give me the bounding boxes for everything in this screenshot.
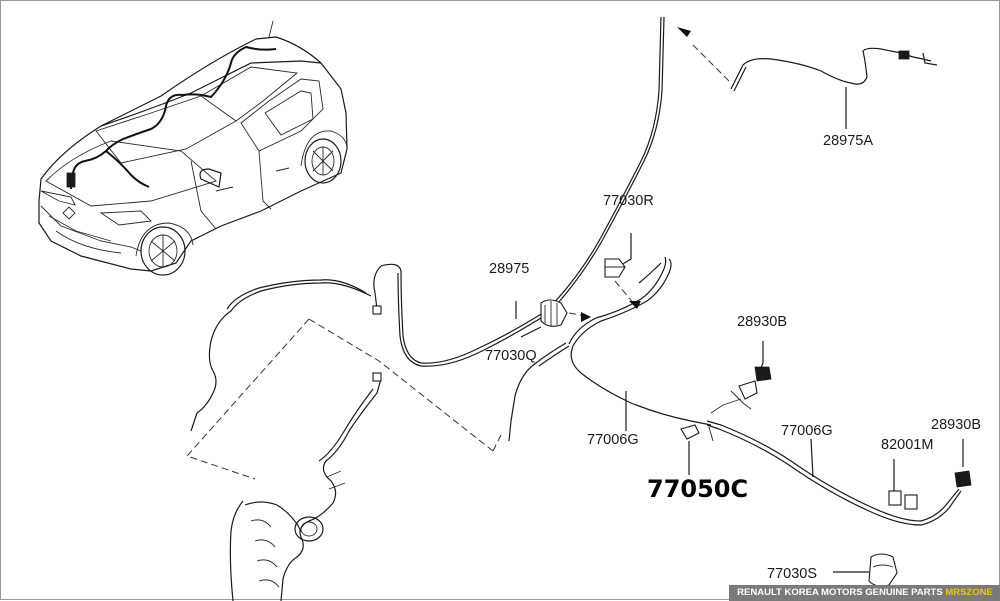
part-28930b-upper bbox=[730, 341, 772, 410]
hose-28975a bbox=[677, 27, 938, 129]
part-77030q bbox=[520, 299, 592, 338]
callout-77030q: 77030Q bbox=[485, 348, 537, 364]
part-77050c bbox=[680, 424, 700, 475]
part-77030r bbox=[604, 233, 632, 278]
part-82001m bbox=[888, 459, 918, 510]
hose-28975 bbox=[190, 16, 665, 432]
callout-77030s: 77030S bbox=[767, 566, 817, 582]
footer-text: RENAULT KOREA MOTORS GENUINE PARTS bbox=[737, 587, 943, 598]
callout-28975a: 28975A bbox=[823, 133, 873, 149]
callout-82001m: 82001M bbox=[881, 437, 933, 453]
callout-77050c-highlighted: 77050C bbox=[647, 475, 748, 503]
washer-tank bbox=[186, 318, 502, 601]
hose-77006g-left bbox=[508, 256, 712, 442]
footer-brand: MRSZONE bbox=[945, 587, 993, 598]
arrow-to-77030r bbox=[614, 280, 641, 309]
callout-28975: 28975 bbox=[489, 261, 529, 277]
callout-28930b-right: 28930B bbox=[931, 417, 981, 433]
part-77030s bbox=[833, 553, 898, 587]
hose-77006g-right bbox=[706, 398, 962, 526]
part-28930b-right bbox=[954, 439, 972, 488]
callout-77030r: 77030R bbox=[603, 193, 654, 209]
callout-77006g-right: 77006G bbox=[781, 423, 833, 439]
source-footer: RENAULT KOREA MOTORS GENUINE PARTS MRSZO… bbox=[729, 585, 1000, 601]
callout-28930b-upper: 28930B bbox=[737, 314, 787, 330]
car-illustration bbox=[38, 20, 348, 276]
callout-77006g-left: 77006G bbox=[587, 432, 639, 448]
